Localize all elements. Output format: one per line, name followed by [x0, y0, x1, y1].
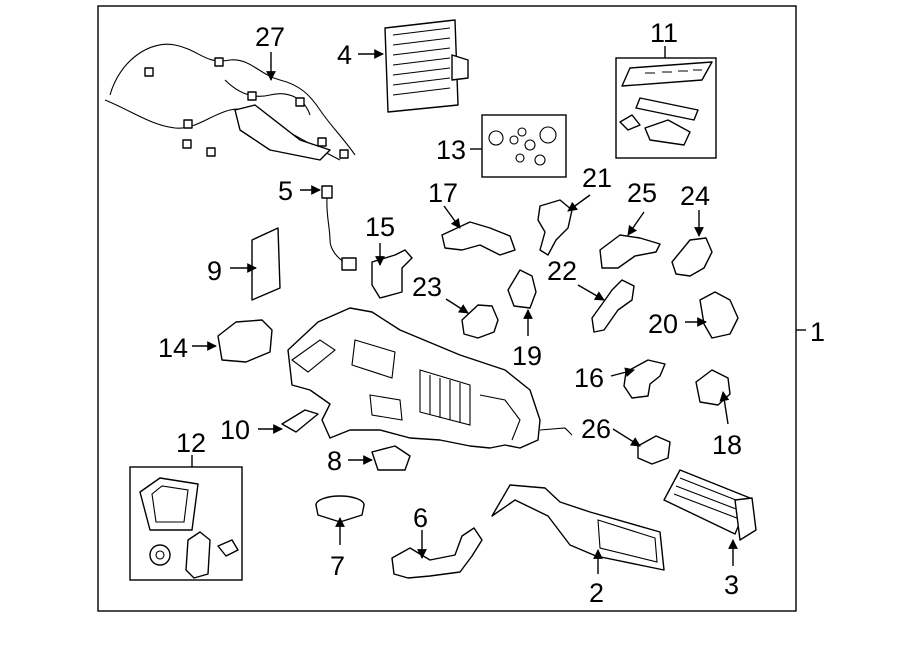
callout-21: 21: [582, 163, 612, 193]
leader-17: [443, 205, 461, 229]
callout-17: 17: [428, 178, 458, 208]
seal-kit-parts: [488, 126, 557, 166]
pipe-6-part: [391, 527, 483, 579]
callout-16: 16: [574, 363, 604, 393]
callout-2: 2: [589, 578, 604, 608]
callout-3: 3: [724, 570, 739, 600]
callout-7: 7: [330, 551, 345, 581]
cabin-filter-part: [251, 227, 281, 301]
callout-5: 5: [278, 176, 293, 206]
actuator-20-part: [699, 291, 739, 339]
callout-24: 24: [680, 181, 710, 211]
actuator-21-part: [537, 199, 573, 256]
evaporator-core-part: [384, 19, 469, 113]
actuator-23-part: [461, 304, 499, 339]
blower-kit-parts: [139, 477, 239, 579]
leader-26: [612, 428, 641, 447]
callout-9: 9: [207, 256, 222, 286]
callout-13: 13: [436, 135, 466, 165]
actuator-25-part: [599, 234, 661, 269]
filter-kit-parts: [619, 61, 713, 146]
callout-20: 20: [648, 309, 678, 339]
leader-21: [567, 194, 591, 212]
callout-15: 15: [365, 212, 395, 242]
callout-25: 25: [627, 178, 657, 208]
actuator-22-part: [591, 279, 635, 333]
callout-10: 10: [220, 415, 250, 445]
actuator-16-part: [623, 359, 666, 399]
leader-23: [445, 298, 469, 314]
heater-core-part: [491, 484, 665, 571]
filter-kit-box: [615, 57, 717, 159]
callout-18: 18: [712, 430, 742, 460]
small-piece-10-part: [281, 409, 319, 433]
leader-18: [719, 391, 730, 425]
actuator-26-part: [637, 435, 671, 465]
actuator-24-part: [671, 237, 713, 277]
callout-14: 14: [158, 333, 188, 363]
callout-22: 22: [547, 256, 577, 286]
callout-8: 8: [327, 446, 342, 476]
seal-kit-box: [481, 114, 567, 178]
callout-12: 12: [176, 428, 206, 458]
callout-19: 19: [512, 341, 542, 371]
blower-motor-part: [315, 495, 365, 523]
callout-23: 23: [412, 272, 442, 302]
wiring-harness-part: [104, 43, 356, 161]
sensor-part: [321, 185, 357, 271]
callout-1: 1: [810, 317, 825, 347]
heater-core-3-part: [663, 469, 757, 541]
actuator-15-part: [371, 249, 413, 299]
callout-11: 11: [650, 18, 678, 48]
leader-22: [577, 284, 605, 301]
bracket-14-part: [217, 319, 273, 363]
hvac-housing-part: [287, 307, 573, 449]
callout-6: 6: [413, 503, 428, 533]
actuator-19-part: [507, 269, 537, 309]
leader-16: [610, 367, 635, 377]
diagram-frame: [97, 5, 797, 612]
callout-27: 27: [255, 22, 285, 52]
blower-kit-box: [129, 466, 243, 581]
callout-4: 4: [337, 40, 352, 70]
callout-26: 26: [581, 414, 611, 444]
actuator-17-part: [441, 221, 516, 256]
resistor-8-part: [371, 445, 411, 471]
leader-25: [627, 211, 645, 236]
